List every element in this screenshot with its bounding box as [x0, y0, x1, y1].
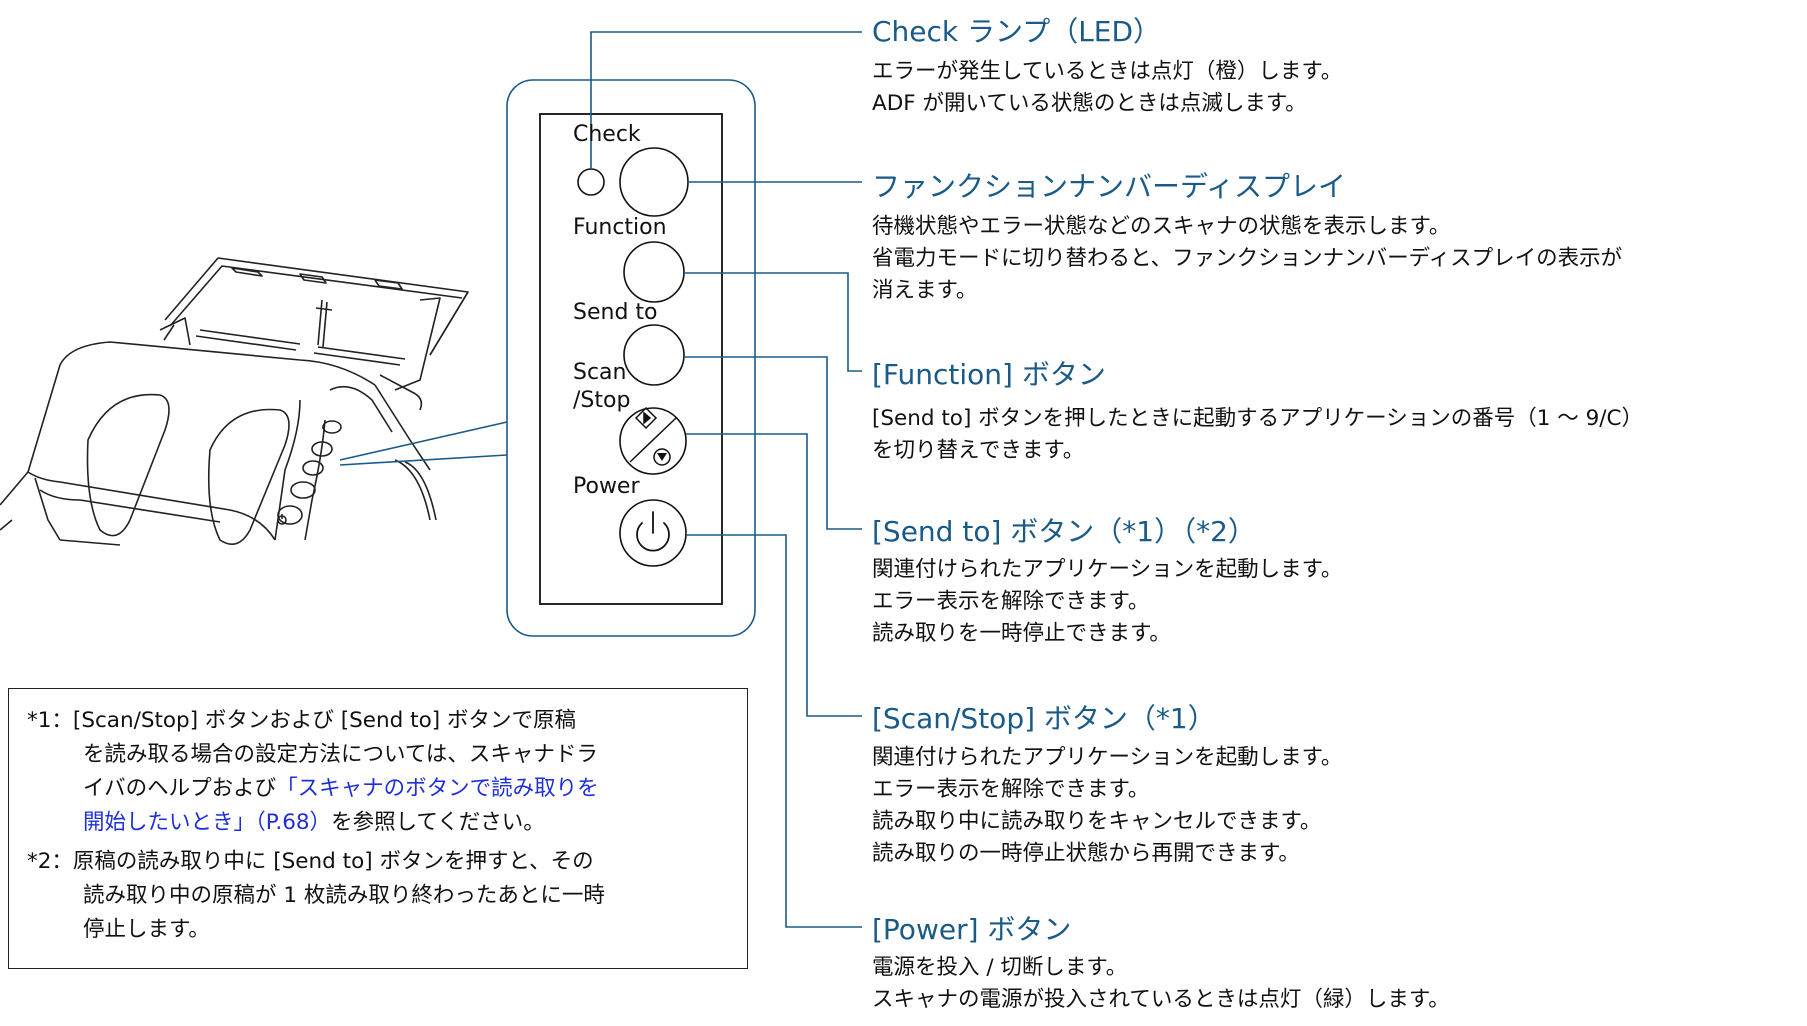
callout-desc-power-button: 電源を投入 / 切断します。 スキャナの電源が投入されているときは点灯（緑）しま…: [872, 955, 1450, 1012]
note-1-line-1: *1：[Scan/Stop] ボタンおよび [Send to] ボタンで原稿: [27, 708, 576, 733]
callout-heading-scan-stop-button: [Scan/Stop] ボタン（*1）: [872, 702, 1216, 735]
callout-heading-power-button: [Power] ボタン: [872, 913, 1072, 946]
callout-heading-function-display: ファンクションナンバーディスプレイ: [872, 170, 1347, 203]
stop-label: /Stop: [573, 388, 631, 413]
callout-desc-scan-stop-button: 関連付けられたアプリケーションを起動します。 エラー表示を解除できます。 読み取…: [872, 745, 1343, 866]
scanner-illustration: [0, 257, 469, 546]
scan-stop-icon: [629, 406, 677, 466]
note-1-line-4: 開始したいとき」（P.68）を参照してください。: [83, 810, 545, 835]
callout-heading-send-to-button: [Send to] ボタン（*1）（*2）: [872, 515, 1256, 548]
callout-desc-send-to-button: 関連付けられたアプリケーションを起動します。 エラー表示を解除できます。 読み取…: [872, 557, 1343, 646]
check-led: [577, 168, 605, 196]
function-button[interactable]: [623, 241, 685, 303]
callout-heading-function-button: [Function] ボタン: [872, 358, 1106, 391]
function-number-display: [619, 147, 689, 217]
power-label: Power: [573, 474, 640, 499]
callout-heading-check-led: Check ランプ（LED）: [872, 15, 1162, 48]
power-icon: [636, 511, 670, 552]
notes-box: *1：[Scan/Stop] ボタンおよび [Send to] ボタンで原稿 を…: [8, 688, 748, 969]
note-2-line-3: 停止します。: [83, 917, 210, 942]
callout-desc-check-led: エラーが発生しているときは点灯（橙）します。 ADF が開いている状態のときは点…: [872, 59, 1343, 116]
check-label: Check: [573, 122, 641, 147]
callout-desc-function-button: [Send to] ボタンを押したときに起動するアプリケーションの番号（1 ～ …: [872, 406, 1644, 463]
function-label: Function: [573, 215, 667, 240]
reference-link[interactable]: 「スキャナのボタンで読み取りを: [276, 776, 599, 801]
note-1-line-3: イバのヘルプおよび「スキャナのボタンで読み取りを: [83, 776, 599, 801]
callout-desc-function-display: 待機状態やエラー状態などのスキャナの状態を表示します。 省電力モードに切り替わる…: [872, 214, 1623, 303]
note-1-line-2: を読み取る場合の設定方法については、スキャナドラ: [83, 742, 598, 767]
send-to-label: Send to: [573, 300, 658, 325]
note-2-line-1: *2：原稿の読み取り中に [Send to] ボタンを押すと、その: [27, 849, 594, 874]
note-2-line-2: 読み取り中の原稿が 1 枚読み取り終わったあとに一時: [83, 883, 605, 908]
send-to-button[interactable]: [623, 324, 685, 386]
scan-label: Scan: [573, 360, 627, 385]
leader-lines: [590, 31, 862, 928]
zoom-lines: [339, 421, 508, 466]
reference-link-continued[interactable]: 開始したいとき」（P.68）: [83, 810, 332, 835]
